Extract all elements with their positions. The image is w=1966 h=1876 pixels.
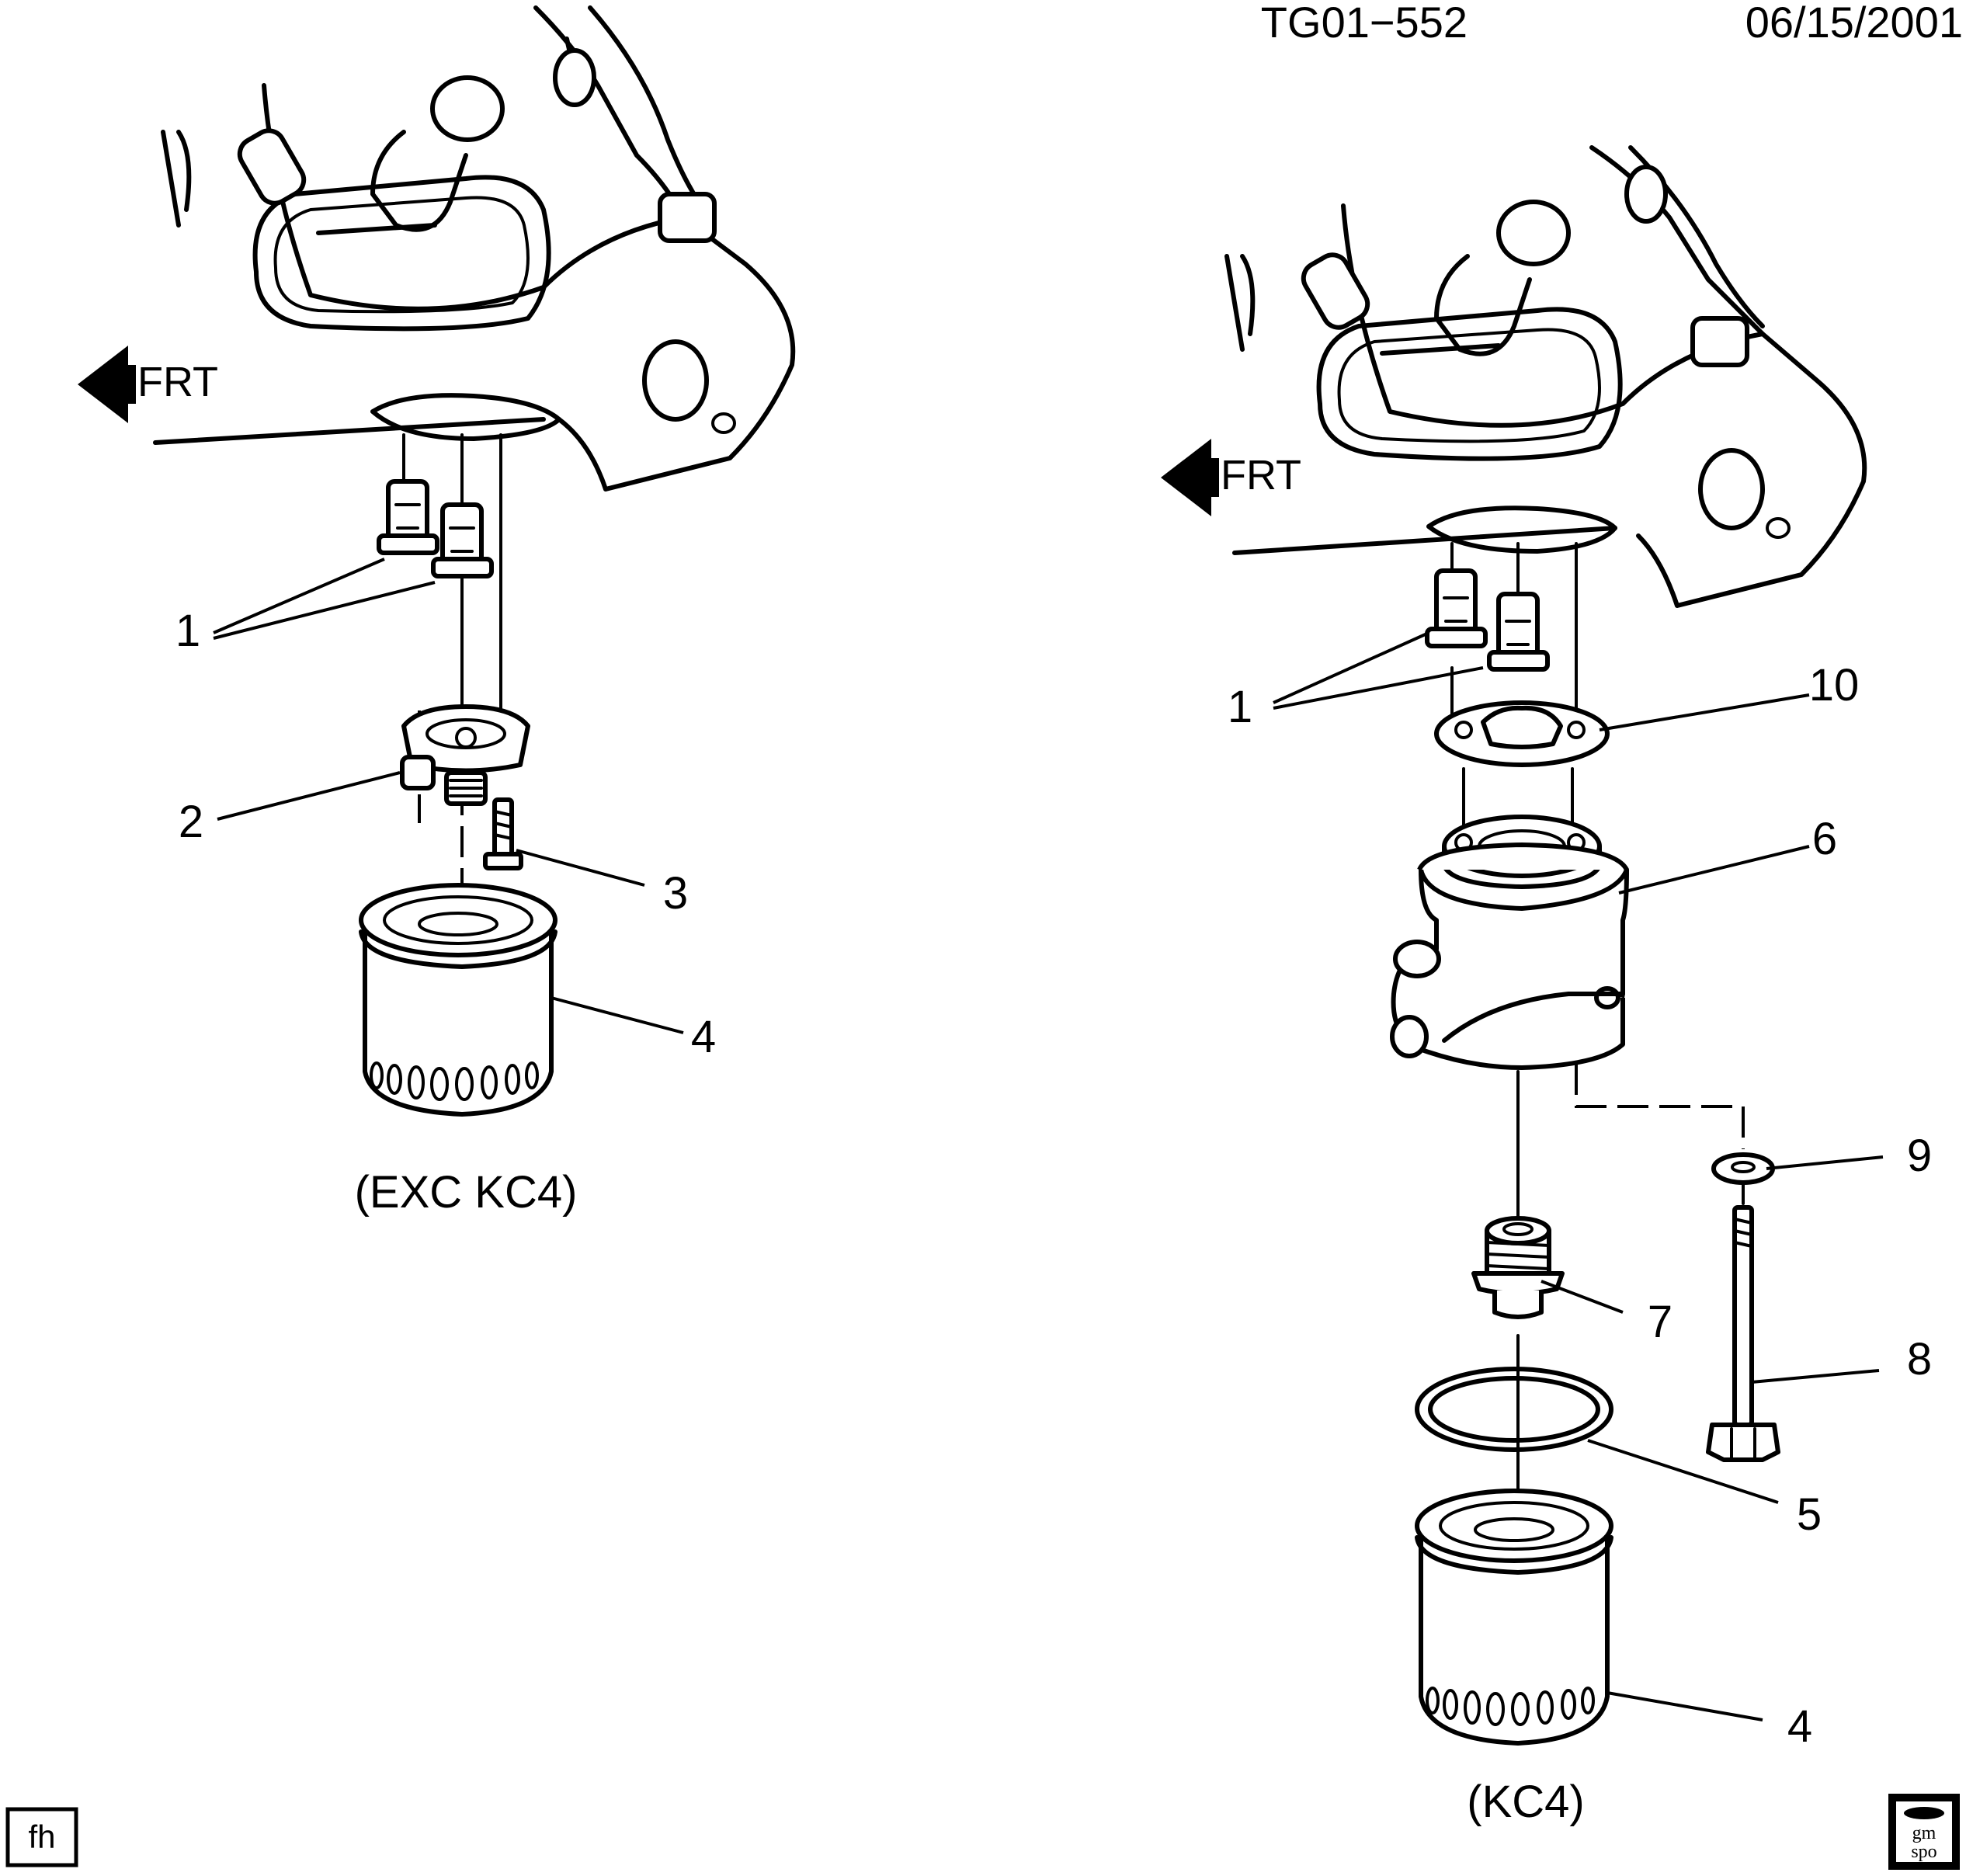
direction-indicator-left: FRT: [78, 346, 218, 423]
arrow-left-icon: [1161, 439, 1219, 516]
filter-slots-right: [1426, 1687, 1595, 1726]
callout-2-left: 2: [179, 797, 203, 847]
callout-10: 10: [1809, 660, 1860, 710]
part-1-seals-right: [1425, 568, 1550, 672]
caption-kc4: (KC4): [1467, 1777, 1584, 1827]
view-kc4: FRT: [1161, 145, 1932, 1827]
logo-text-gm: gm: [1912, 1823, 1936, 1843]
part-4-oil-filter-right: [1415, 1489, 1613, 1746]
logo-text-spo: spo: [1911, 1842, 1936, 1862]
direction-label: FRT: [137, 359, 218, 405]
arrow-left-icon: [78, 346, 136, 423]
doc-id: TG01−552: [1261, 0, 1468, 47]
callout-1-left: 1: [175, 606, 200, 656]
callout-9: 9: [1907, 1131, 1932, 1181]
callout-1-right: 1: [1228, 682, 1252, 732]
gm-spo-logo: gm spo: [1888, 1794, 1960, 1870]
part-5-o-ring: [1415, 1367, 1613, 1452]
part-4-oil-filter-left: [359, 883, 557, 1117]
part-9-washer: [1711, 1152, 1775, 1185]
engine-block-right: [1224, 145, 1867, 608]
callout-6: 6: [1812, 814, 1837, 864]
callout-5: 5: [1797, 1489, 1822, 1540]
caption-exc-kc4: (EXC KC4): [355, 1167, 578, 1218]
direction-indicator-right: FRT: [1161, 439, 1301, 516]
part-6-adapter-housing: [1390, 815, 1629, 1070]
part-1-seals-left: [377, 479, 494, 578]
callout-7: 7: [1648, 1297, 1672, 1347]
filter-slots-left: [370, 1061, 539, 1101]
part-8-bolt: [1706, 1205, 1780, 1462]
engine-block-left: [153, 5, 796, 492]
part-2-adapter-left: [400, 704, 530, 806]
view-exc-kc4: FRT: [78, 5, 796, 1218]
doc-date: 06/15/2001: [1745, 0, 1963, 47]
callout-4-right: 4: [1787, 1701, 1812, 1752]
callout-3-left: 3: [663, 868, 688, 919]
part-3-bolt-left: [483, 797, 523, 870]
footer-label: fh: [28, 1819, 55, 1855]
callout-4-left: 4: [691, 1012, 716, 1062]
direction-label: FRT: [1221, 452, 1301, 499]
part-7-fitting: [1471, 1216, 1565, 1319]
footer-fh-box: fh: [5, 1807, 78, 1867]
part-10-gasket: [1434, 700, 1610, 767]
callout-8: 8: [1907, 1334, 1932, 1384]
